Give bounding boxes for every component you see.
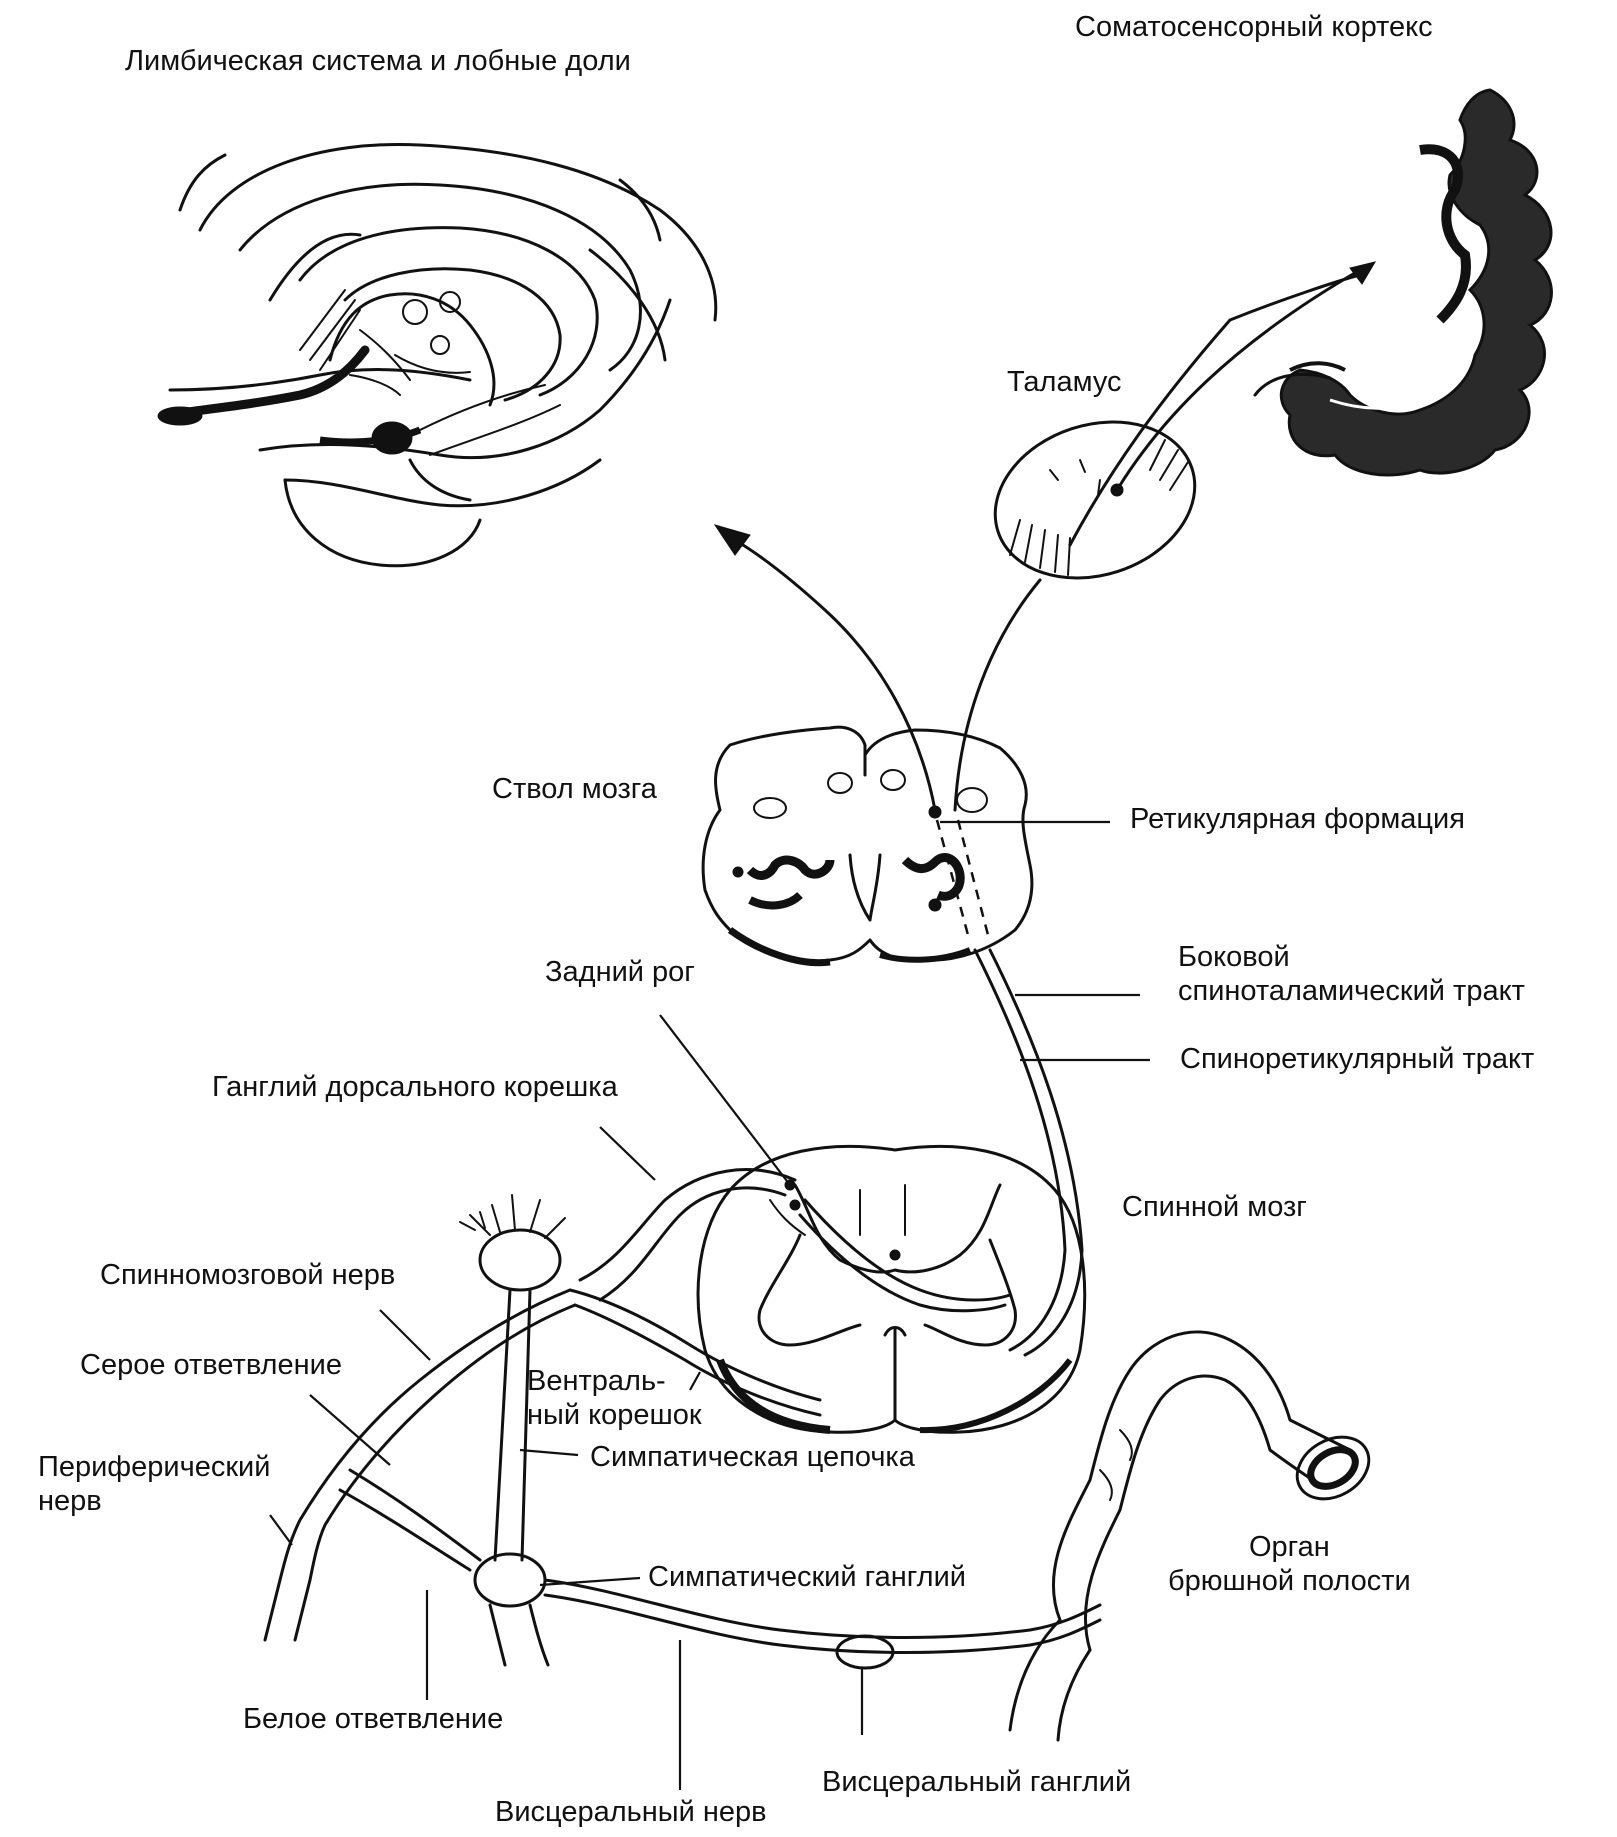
label-abdominal-organ: Орган брюшной полости bbox=[1168, 1531, 1411, 1597]
label-somatosensory-cortex: Соматосенсорный кортекс bbox=[1075, 11, 1433, 43]
leader-sympathetic-chain bbox=[519, 1448, 579, 1457]
label-reticular-formation: Ретикулярная формация bbox=[1130, 803, 1465, 835]
label-sympathetic-chain: Симпатическая цепочка bbox=[590, 1441, 915, 1473]
label-ventral-root: Вентраль- ный корешок bbox=[527, 1365, 702, 1431]
leader-drg bbox=[599, 1126, 656, 1181]
label-visceral-ganglion: Висцеральный ганглий bbox=[822, 1766, 1132, 1798]
label-thalamus: Таламус bbox=[1007, 366, 1122, 398]
label-spinal-cord: Спинной мозг bbox=[1122, 1191, 1307, 1223]
leader-gray-ramus bbox=[309, 1394, 391, 1466]
label-spinoreticular-tract: Спиноретикулярный тракт bbox=[1180, 1043, 1535, 1075]
label-spinal-nerve: Спинномозговой нерв bbox=[100, 1259, 396, 1291]
label-gray-ramus: Серое ответвление bbox=[80, 1349, 342, 1381]
ascending-pathways bbox=[713, 261, 1377, 1357]
leader-ventral-root bbox=[689, 1371, 701, 1391]
label-peripheral-nerve: Периферический нерв bbox=[38, 1451, 271, 1517]
label-white-ramus: Белое ответвление bbox=[243, 1703, 504, 1735]
label-dorsal-horn: Задний рог bbox=[545, 956, 695, 988]
cortex-drawing bbox=[1253, 88, 1553, 477]
leader-spinal-nerve bbox=[379, 1309, 431, 1361]
leader-lines bbox=[269, 820, 1150, 1790]
leader-peripheral bbox=[269, 1514, 293, 1546]
leader-dorsal-horn bbox=[659, 1014, 791, 1186]
label-visceral-nerve: Висцеральный нерв bbox=[495, 1796, 767, 1828]
label-limbic: Лимбическая система и лобные доли bbox=[125, 45, 631, 77]
label-sympathetic-ganglion: Симпатический ганглий bbox=[648, 1561, 966, 1593]
label-brainstem: Ствол мозга bbox=[492, 773, 657, 805]
peripheral-drawing bbox=[263, 1168, 1371, 1742]
limbic-brain-drawing bbox=[157, 142, 718, 568]
label-lateral-spinothalamic-tract: Боковой спиноталамический тракт bbox=[1178, 941, 1525, 1007]
spinal-cord-drawing bbox=[696, 1144, 1087, 1434]
leader-sympathetic-ganglion bbox=[539, 1576, 641, 1587]
brainstem-drawing bbox=[701, 725, 1034, 967]
label-dorsal-root-ganglion: Ганглий дорсального корешка bbox=[212, 1071, 618, 1103]
